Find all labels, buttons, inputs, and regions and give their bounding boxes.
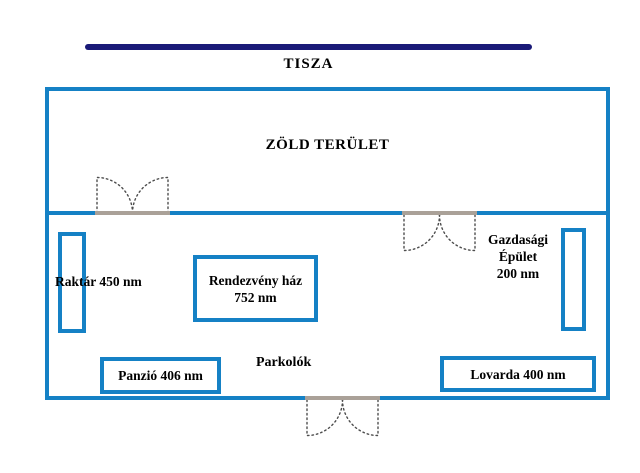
double-door-top-right-icon [403,215,476,252]
raktar-label: Raktár 450 nm [55,274,142,289]
door-threshold [402,211,477,215]
door-threshold [95,211,170,215]
double-door-top-left-icon [96,176,169,213]
zone-divider [45,211,610,215]
rendezveny-label-line2: 752 nm [234,289,277,305]
lovarda-label: Lovarda 400 nm [470,366,566,382]
door-threshold [305,396,380,400]
lovarda-building: Lovarda 400 nm [440,356,596,392]
gazdasagi-label-line2: Épület [498,249,538,264]
parking-label: Parkolók [256,355,312,370]
rendezveny-building: Rendezvény ház 752 nm [193,255,318,322]
gazdasagi-label-line3: 200 nm [496,266,540,281]
green-area-label: ZÖLD TERÜLET [265,137,390,153]
gazdasagi-label-line1: Gazdasági [487,232,548,247]
river-label: TISZA [283,56,334,72]
double-door-bottom-icon [306,400,379,437]
raktar-building [58,232,86,333]
panzio-building: Panzió 406 nm [100,357,221,394]
gazdasagi-label: Gazdasági Épület 200 nm [478,231,558,282]
river-line [85,44,532,50]
panzio-label: Panzió 406 nm [118,368,203,383]
rendezveny-label-line1: Rendezvény ház [208,272,303,288]
gazdasagi-building [561,228,586,331]
